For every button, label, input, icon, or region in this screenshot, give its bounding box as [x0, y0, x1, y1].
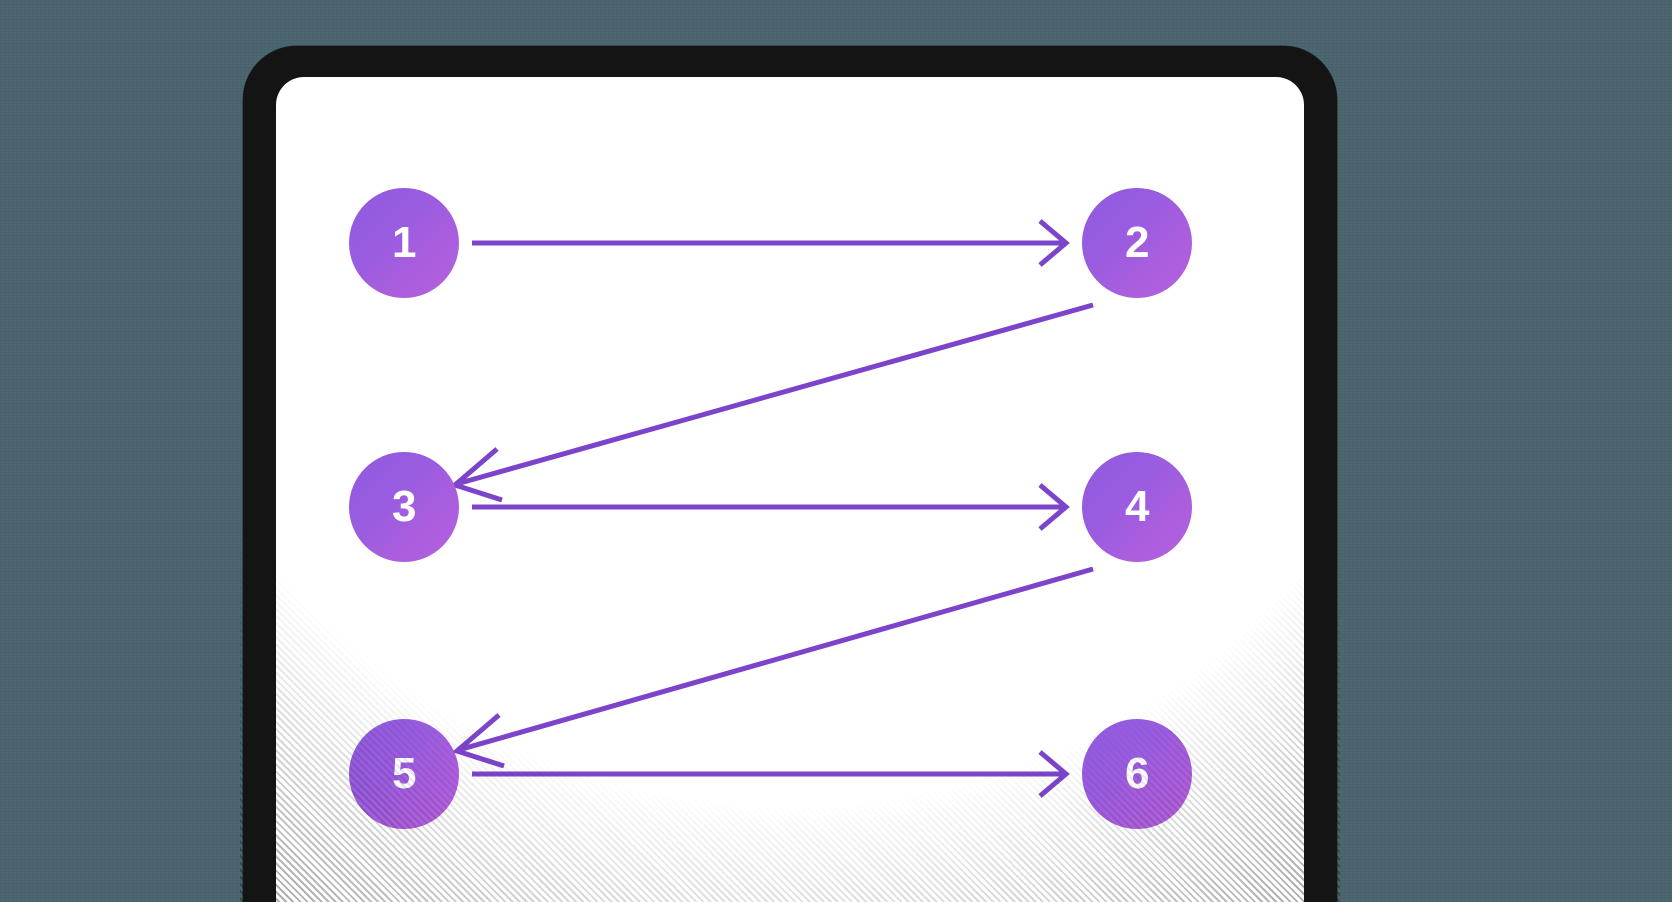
node-2-label: 2: [1125, 218, 1149, 267]
boustrophedon-flow-diagram: 1 2 3 4 5 6: [276, 77, 1304, 902]
arrowhead-5-to-6: [1038, 750, 1070, 798]
node-5-label: 5: [392, 749, 416, 798]
node-3[interactable]: 3: [349, 452, 459, 562]
node-4[interactable]: 4: [1082, 452, 1192, 562]
node-3-label: 3: [392, 482, 416, 531]
node-1[interactable]: 1: [349, 188, 459, 298]
edge-layer: [449, 219, 1094, 798]
edge-1-to-2: [472, 219, 1070, 267]
device-frame: 1 2 3 4 5 6: [243, 46, 1337, 902]
arrowhead-4-to-5: [451, 713, 505, 769]
arrowhead-3-to-4: [1038, 483, 1070, 531]
edge-5-to-6: [472, 750, 1070, 798]
edge-4-to-5: [451, 566, 1094, 769]
node-5[interactable]: 5: [349, 719, 459, 829]
device-screen: 1 2 3 4 5 6: [276, 77, 1304, 902]
edge-3-to-4: [472, 483, 1070, 531]
edge-2-to-3: [449, 302, 1094, 503]
arrowhead-1-to-2: [1038, 219, 1070, 267]
node-6-label: 6: [1125, 749, 1149, 798]
arrowhead-2-to-3: [449, 447, 503, 503]
node-1-label: 1: [392, 218, 416, 267]
node-6[interactable]: 6: [1082, 719, 1192, 829]
node-2[interactable]: 2: [1082, 188, 1192, 298]
node-4-label: 4: [1125, 482, 1149, 531]
